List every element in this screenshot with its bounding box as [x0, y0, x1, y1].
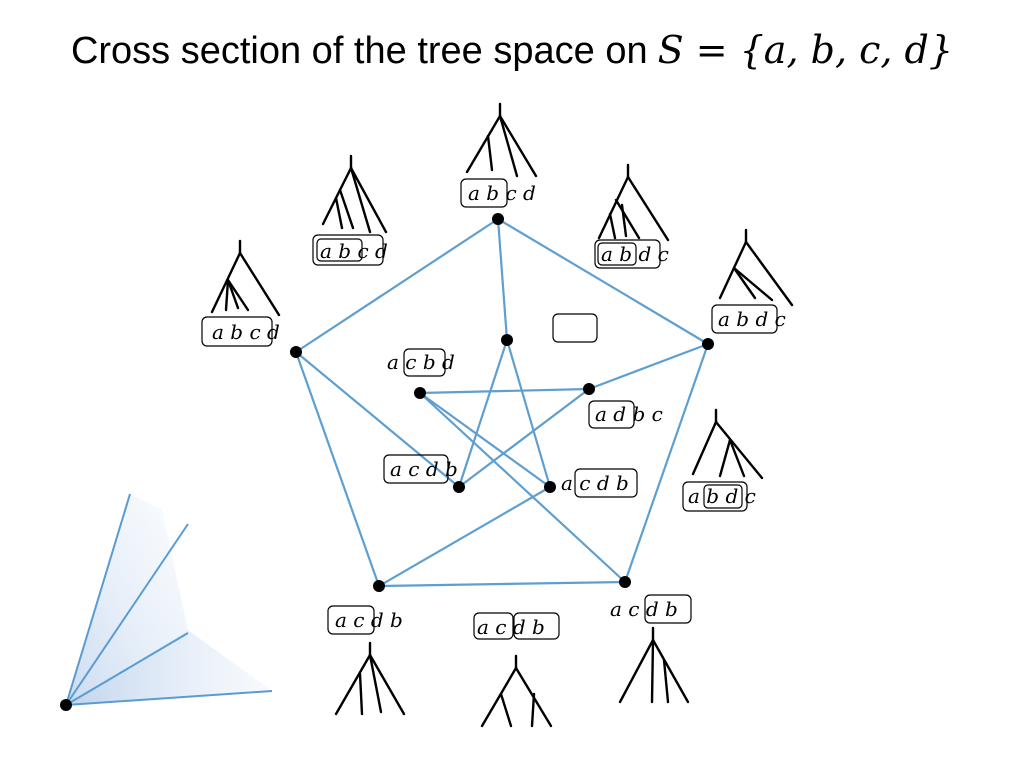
fan-ray — [65, 690, 273, 706]
split-box — [588, 400, 635, 429]
vertex-node[interactable] — [619, 576, 631, 588]
edge — [623, 343, 710, 583]
vertex-label: a d b c — [595, 402, 663, 426]
vertex-node[interactable] — [373, 580, 385, 592]
vertex-label: a b c d — [212, 320, 280, 344]
split-box — [460, 178, 508, 208]
tree-glyph-bottom-center — [480, 654, 553, 728]
vertex-label: a c d b — [335, 608, 403, 632]
split-boxes — [201, 178, 778, 640]
split-box — [327, 605, 375, 635]
split-box — [383, 454, 449, 484]
edge — [378, 486, 551, 587]
split-box — [711, 304, 778, 334]
tree-glyph-left — [210, 239, 281, 317]
vertex-node[interactable] — [453, 481, 465, 493]
edge — [378, 580, 626, 588]
fan-region — [66, 630, 272, 705]
vertex-label: a b c d — [468, 181, 536, 205]
vertex-node[interactable] — [290, 346, 302, 358]
outer-pentagon — [294, 218, 710, 588]
edge — [497, 218, 709, 345]
vertex-label: a c d b — [561, 471, 629, 495]
split-box — [552, 313, 598, 343]
split-box — [201, 316, 273, 347]
vertex-label: a c b d — [387, 350, 455, 374]
edge — [457, 339, 509, 488]
edge — [458, 388, 590, 488]
split-box — [316, 238, 363, 262]
vertices — [290, 213, 714, 592]
split-box — [574, 468, 638, 498]
split-box — [513, 612, 560, 640]
vertex-label: a b d c — [601, 242, 669, 266]
edge — [419, 392, 551, 488]
split-box — [703, 484, 743, 509]
split-box — [597, 242, 637, 266]
vertex-node[interactable] — [702, 338, 714, 350]
tree-glyph-top — [465, 102, 538, 178]
tree-glyph-lower-right — [691, 408, 764, 480]
tree-glyph-bottom-left — [334, 641, 406, 716]
orthant-fan-illustration — [60, 493, 273, 711]
fan-origin-node — [60, 699, 72, 711]
vertex-label: a c d b — [390, 457, 458, 481]
edge — [505, 339, 552, 488]
split-box — [312, 234, 384, 266]
vertex-node[interactable] — [414, 387, 426, 399]
vertex-node[interactable] — [492, 213, 504, 225]
fan-region — [66, 494, 188, 705]
title-set-notation: S = {a, b, c, d} — [657, 28, 954, 72]
vertex-node[interactable] — [501, 334, 513, 346]
split-box — [594, 239, 661, 269]
vertex-label: a c d b — [477, 615, 545, 639]
split-box — [473, 612, 514, 640]
vertex-node[interactable] — [583, 383, 595, 395]
vertex-label: a c d b — [610, 597, 678, 621]
edge — [588, 342, 709, 391]
edge — [419, 387, 590, 395]
vertex-label: a b d c — [688, 484, 756, 508]
vertex-label: a b d c — [718, 307, 786, 331]
vertex-label: a b c d — [320, 239, 388, 263]
tree-glyph-upper-left — [321, 154, 388, 234]
tree-glyph-right — [718, 228, 794, 307]
tree-glyph-bottom-right — [618, 626, 690, 704]
fan-ray — [65, 632, 189, 706]
vertex-node[interactable] — [544, 481, 556, 493]
inner-pentagram — [419, 339, 590, 488]
split-box — [682, 481, 748, 512]
fan-ray — [65, 523, 189, 706]
edge — [295, 351, 460, 488]
edge — [295, 218, 499, 353]
fan-ray — [65, 493, 131, 706]
edge — [419, 392, 626, 583]
title-text: Cross section of the tree space on — [70, 30, 648, 72]
split-box — [644, 594, 692, 624]
vertex-labels: a b c d a b c d a b d c a b d c a b c d … — [212, 181, 786, 639]
edge — [294, 351, 381, 587]
split-box — [403, 348, 446, 377]
tree-glyph-upper-right — [597, 163, 670, 242]
spokes — [295, 218, 709, 587]
edge — [496, 218, 509, 341]
